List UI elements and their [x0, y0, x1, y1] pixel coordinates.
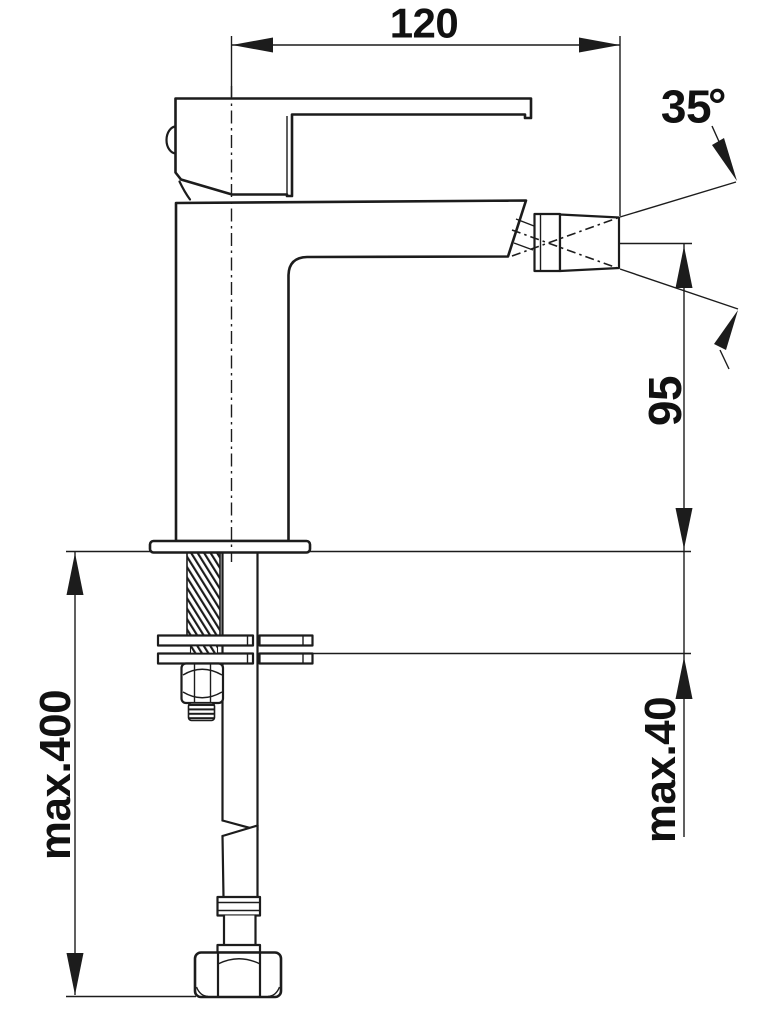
label-max-hose-reach: max.400	[31, 690, 80, 860]
arrowhead-120-right	[579, 37, 620, 53]
angle-leg-lower	[619, 268, 739, 310]
arrowhead-max400-top	[66, 553, 84, 595]
nut-chamfer-arc	[182, 691, 223, 699]
label-max-deck-thickness: max.40	[636, 697, 685, 843]
angle-leg-upper	[619, 181, 737, 218]
angle-leader-lower	[719, 349, 730, 370]
dimension-lines	[66, 36, 739, 998]
hose-break-cut-lower	[221, 824, 259, 838]
arrowhead-95-top	[675, 246, 693, 288]
dimension-labels: 120 35 ° 95 max.400 max.40	[31, 0, 726, 860]
aerator-ring	[533, 212, 562, 273]
clamp-plate-top-right	[258, 634, 314, 647]
arrowhead-120-left	[232, 37, 273, 53]
lever-handle	[174, 97, 533, 198]
handle-group	[165, 97, 533, 201]
arrowhead-max400-bottom	[66, 953, 84, 995]
connection-nut-chamfer	[267, 986, 281, 998]
supply-hose-upper-fill	[222, 552, 258, 830]
centerlines	[230, 86, 621, 562]
label-stream-angle-degree: °	[708, 79, 726, 131]
spout-nipple-hatch	[515, 218, 535, 227]
threaded-stud	[186, 551, 221, 637]
arrowhead-95-bottom	[675, 508, 693, 549]
connection-nut-chamfer	[217, 958, 261, 965]
faucet-body	[174, 199, 528, 543]
faucet-body-group	[148, 199, 621, 554]
label-spout-height: 95	[639, 376, 691, 426]
arrowhead-angle-upper	[712, 138, 737, 181]
label-spout-reach: 120	[390, 0, 459, 47]
arrowhead-angle-lower	[714, 310, 738, 350]
nut-chamfer-arc	[182, 668, 223, 676]
clamp-plate-bottom-right	[258, 652, 314, 665]
arrowhead-max40-top	[675, 657, 693, 699]
stud-thread-stub	[187, 702, 216, 722]
mounting-hardware	[156, 550, 314, 999]
clamp-plate-top-left	[156, 634, 255, 647]
supply-hose-lower-fill	[222, 825, 258, 897]
base-flange	[148, 539, 312, 554]
cartridge-neck-curve	[178, 180, 192, 201]
hose-ferrule	[216, 895, 262, 917]
stud-thread-between-plates	[189, 645, 219, 654]
spout-nipple-hatch	[513, 242, 534, 251]
label-stream-angle: 35	[661, 81, 711, 133]
connection-nut-chamfer	[195, 986, 209, 998]
clamp-plate-bottom-left	[156, 652, 255, 665]
supply-hose-lower-left-edge	[221, 834, 225, 899]
hose-tube-fill	[224, 915, 256, 945]
aerator-cone	[558, 213, 621, 273]
